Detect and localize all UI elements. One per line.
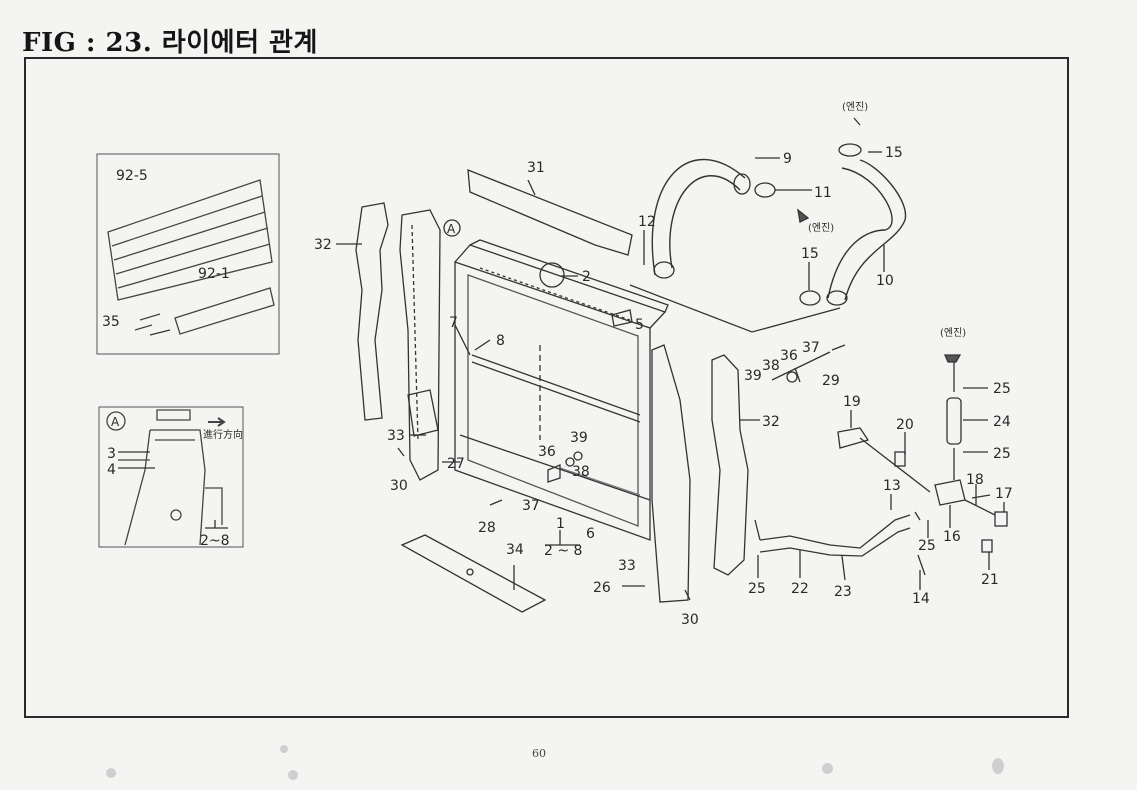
callout-26: 26: [593, 580, 611, 596]
callout-13: 13: [883, 478, 901, 494]
label-4: 4: [107, 462, 116, 478]
callout-39-top: 39: [744, 368, 762, 384]
callout-37-top: 37: [802, 340, 820, 356]
callout-31: 31: [527, 160, 545, 176]
label-92-1: 92-1: [198, 266, 230, 282]
callout-38-top: 38: [762, 358, 780, 374]
callout-27: 27: [447, 456, 465, 472]
callout-30-left: 30: [390, 478, 408, 494]
figure-frame: [24, 57, 1069, 718]
callout-33-left: 33: [387, 428, 405, 444]
callout-23: 23: [834, 584, 852, 600]
callout-14: 14: [912, 591, 930, 607]
callout-1: 1: [556, 516, 565, 532]
inset-grille-frame: [96, 153, 280, 355]
callout-21: 21: [981, 572, 999, 588]
drain-pipe-22-23: [759, 514, 911, 549]
detail-marker-a: A: [111, 415, 120, 429]
callout-19: 19: [843, 394, 861, 410]
callout-11: 11: [814, 185, 832, 201]
callout-33-bottom: 33: [618, 558, 636, 574]
lower-hose-10: [827, 167, 893, 299]
side-bracket-right: [651, 344, 691, 603]
detail-a-drawing: [106, 409, 226, 546]
engine-note-3: (엔진): [940, 327, 966, 339]
callout-39-mid: 39: [570, 430, 588, 446]
callout-12: 12: [638, 214, 656, 230]
top-cover-31: [467, 169, 633, 256]
callout-10: 10: [876, 273, 894, 289]
detail-arrow-text: 進行方向: [203, 428, 243, 441]
upper-hose-9: [651, 158, 746, 276]
callout-2-8: 2 ~ 8: [544, 543, 582, 559]
callout-25-upper: 25: [993, 381, 1011, 397]
label-2-8-detail: 2~8: [200, 533, 230, 549]
radiator-cap: [539, 262, 565, 288]
scan-speck: [992, 758, 1004, 774]
callout-32-right: 32: [762, 414, 780, 430]
callout-7: 7: [449, 315, 458, 331]
callout-28: 28: [478, 520, 496, 536]
callout-29: 29: [822, 373, 840, 389]
heater-hose-24: [946, 397, 962, 445]
callout-16: 16: [943, 529, 961, 545]
callout-25-bottom: 25: [748, 581, 766, 597]
label-92-5: 92-5: [116, 168, 148, 184]
callout-25-mid: 25: [993, 446, 1011, 462]
engine-note-2: (엔진): [808, 222, 834, 234]
callout-18: 18: [966, 472, 984, 488]
callout-22: 22: [791, 581, 809, 597]
callout-25-lower: 25: [918, 538, 936, 554]
label-35: 35: [102, 314, 120, 330]
callout-32-left: 32: [314, 237, 332, 253]
callout-24: 24: [993, 414, 1011, 430]
engine-note-1: (엔진): [842, 101, 868, 113]
scan-speck: [822, 763, 833, 774]
drain-cock-16: [934, 479, 966, 506]
callout-15-top: 15: [885, 145, 903, 161]
scan-speck: [280, 745, 288, 753]
marker-a: A: [447, 222, 456, 236]
callout-38-mid: 38: [572, 464, 590, 480]
page-title: FIG : 23. 라이에터 관계: [22, 28, 318, 58]
shroud-32-right: [711, 354, 749, 576]
page-number: 60: [532, 747, 546, 760]
callout-36-top: 36: [780, 348, 798, 364]
callout-17: 17: [995, 486, 1013, 502]
callout-20: 20: [896, 417, 914, 433]
callout-9: 9: [783, 151, 792, 167]
callout-5: 5: [635, 317, 644, 333]
callout-6: 6: [586, 526, 595, 542]
grille-part-drawing: [107, 179, 275, 335]
callout-2: 2: [582, 269, 591, 285]
shroud-32-left: [355, 202, 389, 421]
inset-detail-frame: [98, 406, 244, 548]
callout-30-bottom: 30: [681, 612, 699, 628]
callout-34: 34: [506, 542, 524, 558]
label-3: 3: [107, 446, 116, 462]
callout-37-mid: 37: [522, 498, 540, 514]
scan-speck: [106, 768, 116, 778]
callout-15-mid: 15: [801, 246, 819, 262]
scan-speck: [288, 770, 298, 780]
bracket-27: [399, 209, 441, 481]
callout-8: 8: [496, 333, 505, 349]
radiator-core: [454, 239, 669, 541]
bracket-19: [837, 427, 870, 449]
bottom-plate-34: [400, 534, 547, 613]
callout-36-mid: 36: [538, 444, 556, 460]
